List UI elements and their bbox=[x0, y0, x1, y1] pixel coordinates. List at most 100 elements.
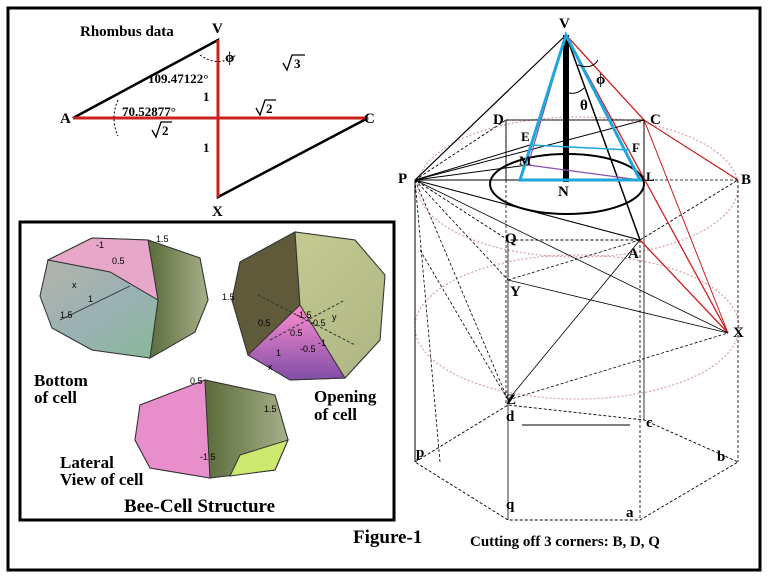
line-cx bbox=[643, 119, 729, 334]
tick: 0.5 bbox=[258, 318, 271, 328]
theta-symbol: θ bbox=[580, 98, 588, 114]
tick: 1.5 bbox=[222, 292, 235, 302]
axis-tick bbox=[269, 299, 346, 341]
pt-lower-b: b bbox=[717, 449, 725, 465]
tick: -1 bbox=[318, 338, 326, 348]
opening-label-line2: of cell bbox=[314, 405, 357, 424]
line-ya bbox=[507, 239, 641, 281]
pt-y: Y bbox=[510, 284, 521, 300]
mid-dotted-ellipse bbox=[414, 254, 740, 400]
bee-cell-panel: -1 1.5 0.5 x 1 1.5 0.5 -1.5 -0.5 y 0.5 -… bbox=[18, 220, 396, 522]
tick: 0.5 bbox=[290, 328, 303, 338]
tick: 1 bbox=[276, 348, 281, 358]
sqrt-sign bbox=[282, 54, 305, 72]
panel-title: Bee-Cell Structure bbox=[124, 496, 275, 517]
cut-caption: Cutting off 3 corners: B, D, Q bbox=[470, 534, 660, 550]
face bbox=[294, 231, 386, 379]
pt-lower-d: d bbox=[506, 409, 515, 425]
tick: -0.5 bbox=[310, 318, 326, 328]
panel-tick-labels: -1 1.5 0.5 x 1 1.5 0.5 -1.5 -0.5 y 0.5 -… bbox=[60, 234, 337, 462]
construction-3d bbox=[414, 31, 740, 521]
edge-sqrt3: 3 bbox=[282, 54, 305, 72]
edge-label: 3 bbox=[294, 56, 301, 71]
lateral-label-line1: Lateral bbox=[60, 453, 114, 472]
line-yx bbox=[507, 279, 729, 334]
pt-q: Q bbox=[505, 231, 517, 247]
pt-f: F bbox=[632, 140, 640, 155]
axis-tick bbox=[257, 294, 356, 346]
lower-half-short: 1 bbox=[203, 140, 210, 155]
line-px bbox=[414, 179, 729, 334]
left-half-sqrt2: 2 bbox=[151, 121, 172, 139]
line-pm bbox=[414, 164, 529, 181]
line-pz bbox=[414, 179, 509, 401]
sqrt-sign bbox=[151, 121, 172, 139]
upper-half-short: 1 bbox=[203, 89, 210, 104]
pt-lower-q: q bbox=[506, 497, 515, 513]
bottom-cell-solid bbox=[39, 237, 209, 359]
pt-lower-a: a bbox=[626, 505, 634, 521]
vertex-v: V bbox=[212, 21, 223, 37]
pt-v: V bbox=[559, 16, 570, 32]
pt-z: Z bbox=[506, 392, 516, 408]
line-qz bbox=[419, 249, 509, 401]
bottom-hex bbox=[414, 404, 739, 521]
opening-cell-solid bbox=[231, 231, 386, 381]
bottom-label-line2: of cell bbox=[34, 388, 77, 407]
sqrt-sign bbox=[255, 99, 276, 117]
line-cb bbox=[643, 119, 739, 181]
pt-b: B bbox=[741, 172, 751, 188]
line-va bbox=[565, 34, 641, 241]
blue-triangle bbox=[517, 31, 643, 182]
tick: -1.5 bbox=[200, 452, 216, 462]
vertex-x: X bbox=[212, 204, 223, 220]
tick: 0.5 bbox=[112, 256, 125, 266]
pt-d: D bbox=[493, 112, 504, 128]
acute-angle: 70.52877° bbox=[122, 104, 176, 119]
outer-frame bbox=[6, 6, 762, 572]
line-pe bbox=[414, 144, 531, 181]
tick: -0.5 bbox=[300, 344, 316, 354]
n-ellipse bbox=[489, 153, 645, 215]
lateral-label-line2: View of cell bbox=[60, 470, 144, 489]
lateral-cell-solid bbox=[134, 379, 289, 479]
line-py bbox=[414, 179, 509, 281]
vertex-c: C bbox=[364, 111, 375, 127]
tick: -1.5 bbox=[296, 310, 312, 320]
point-labels: V D C E F M P N L B Q A Y X Z d c p b q … bbox=[398, 16, 751, 521]
phi-arc bbox=[577, 59, 599, 68]
tick: x bbox=[268, 362, 273, 372]
rhombus-title: Rhombus data bbox=[80, 24, 174, 40]
face bbox=[39, 259, 159, 359]
face bbox=[134, 379, 211, 479]
phi-symbol: ϕ bbox=[225, 50, 234, 66]
tick: y bbox=[332, 312, 337, 322]
line-zx bbox=[507, 332, 729, 401]
tick: 1 bbox=[88, 294, 93, 304]
vertex-a: A bbox=[60, 111, 71, 127]
line-za bbox=[507, 239, 641, 401]
half-diag-label: 2 bbox=[266, 101, 273, 116]
phi-symbol-3d: ϕ bbox=[596, 72, 605, 88]
rhombus-diagram: Rhombus data V A C X ϕ 109.47122° 70.528… bbox=[60, 21, 375, 220]
figure-caption: Figure-1 bbox=[353, 527, 422, 548]
purple-ml bbox=[527, 164, 641, 181]
line-pdown bbox=[414, 179, 441, 463]
half-diag-label: 2 bbox=[162, 123, 169, 138]
pt-x: X bbox=[733, 325, 744, 341]
axis-tick bbox=[59, 285, 131, 321]
theta-arc bbox=[565, 87, 585, 94]
obtuse-angle: 109.47122° bbox=[148, 71, 208, 86]
bottom-label-line1: Bottom bbox=[34, 371, 88, 390]
pt-lower-c: c bbox=[646, 415, 653, 431]
opening-label-line1: Opening bbox=[314, 387, 377, 406]
tick: 1.5 bbox=[156, 234, 169, 244]
right-half-sqrt2: 2 bbox=[255, 99, 276, 117]
acute-arc bbox=[113, 99, 119, 137]
line-ax bbox=[639, 239, 729, 334]
blue-ef bbox=[529, 144, 631, 151]
pt-m: M bbox=[519, 153, 531, 168]
tick: 0.5 bbox=[190, 376, 203, 386]
pt-l: L bbox=[646, 169, 655, 184]
